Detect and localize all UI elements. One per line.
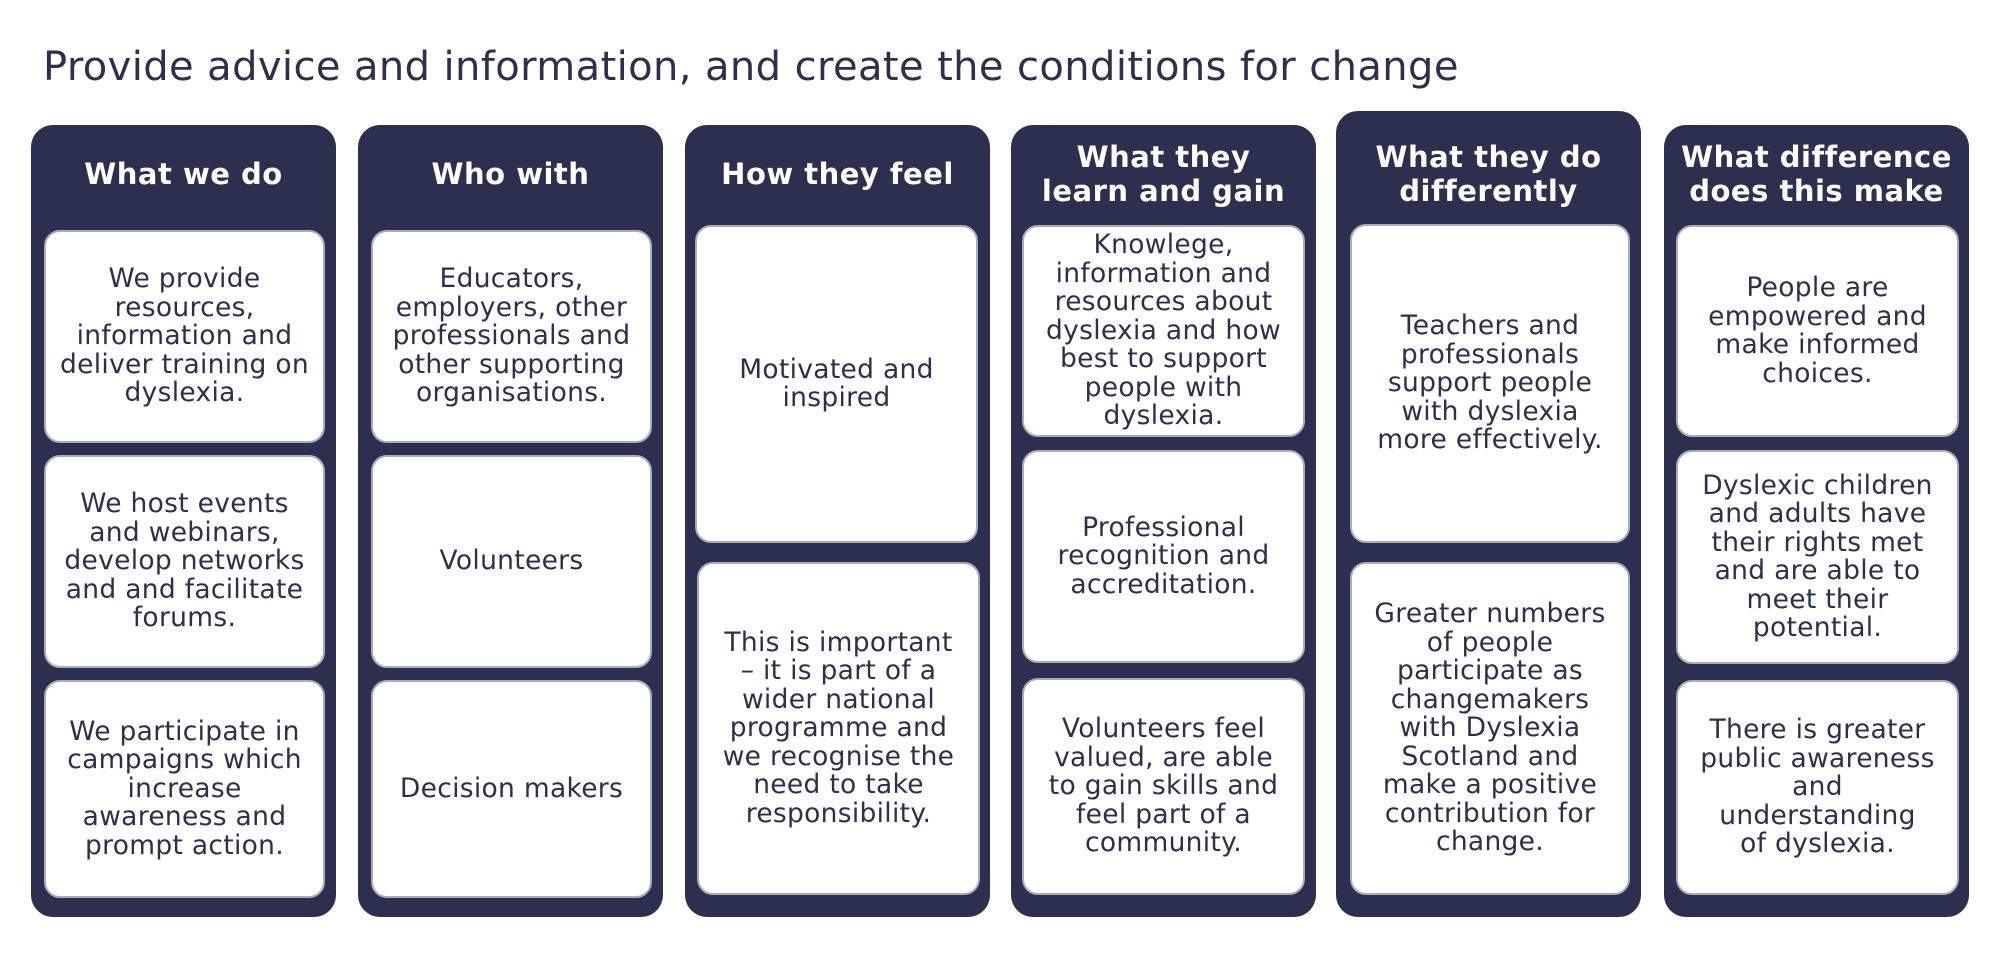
card-how-they-feel-1: Motivated and inspired [695,225,978,543]
card-what-they-do-differently-1: Teachers and professionals support peopl… [1350,224,1630,543]
card-what-difference-1: People are empowered and make informed c… [1676,225,1959,437]
column-heading: How they feel [721,157,954,191]
column-heading: What we do [84,157,283,191]
column-what-they-do-differently: What they do differently Teachers and pr… [1336,111,1641,917]
column-what-they-learn: What they learn and gain Knowlege, infor… [1011,125,1316,917]
card-who-with-1: Educators, employers, other professional… [371,230,652,443]
column-what-difference: What difference does this make People ar… [1664,125,1969,917]
column-heading: What they learn and gain [1041,140,1286,208]
column-heading: What difference does this make [1681,140,1952,208]
card-what-they-learn-2: Professional recognition and accreditati… [1022,450,1305,663]
card-what-we-do-2: We host events and webinars, develop net… [44,455,325,668]
page-title: Provide advice and information, and crea… [43,44,1459,90]
column-heading: Who with [431,157,590,191]
card-what-they-learn-1: Knowlege, information and resources abou… [1022,225,1305,437]
card-who-with-3: Decision makers [371,680,652,898]
column-who-with: Who with Educators, employers, other pro… [358,125,663,917]
card-what-difference-2: Dyslexic children and adults have their … [1676,450,1959,664]
card-how-they-feel-2: This is important – it is part of a wide… [697,562,980,895]
card-what-we-do-1: We provide resources, information and de… [44,230,325,443]
card-what-difference-3: There is greater public awareness and un… [1676,680,1959,895]
card-what-they-learn-3: Volunteers feel valued, are able to gain… [1022,678,1305,895]
card-what-we-do-3: We participate in campaigns which increa… [44,680,325,898]
column-how-they-feel: How they feel Motivated and inspired Thi… [685,125,990,917]
column-heading: What they do differently [1375,140,1602,208]
card-what-they-do-differently-2: Greater numbers of people participate as… [1350,562,1630,895]
card-who-with-2: Volunteers [371,455,652,668]
column-what-we-do: What we do We provide resources, informa… [31,125,336,917]
